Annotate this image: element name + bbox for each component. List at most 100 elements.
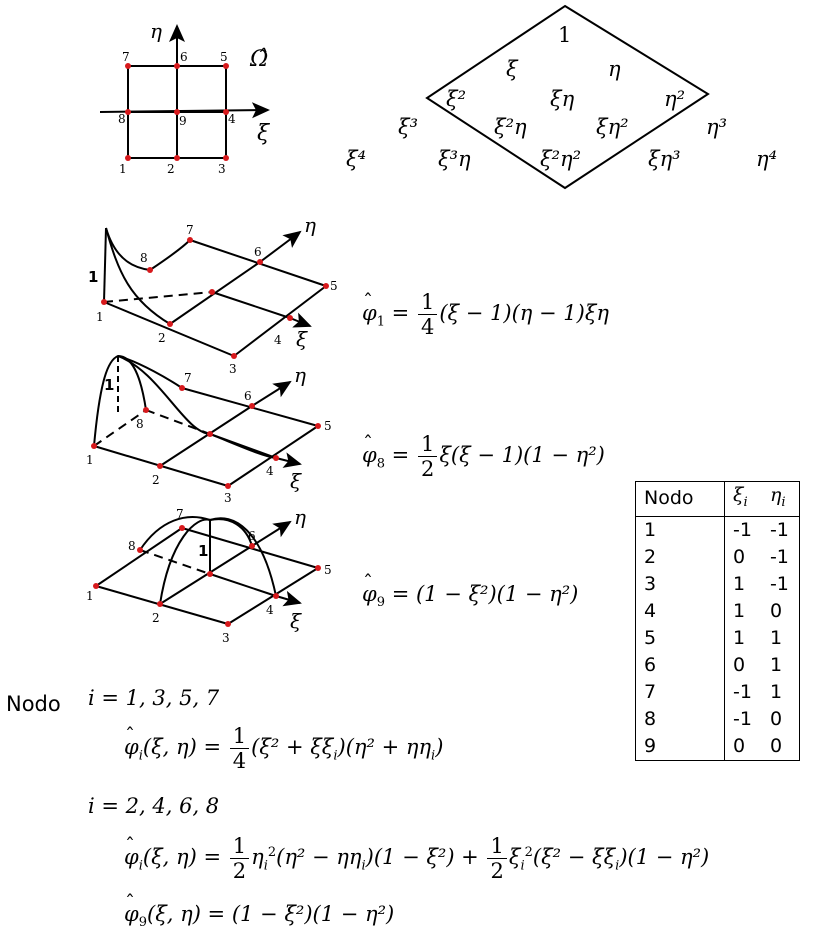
formula-body: η (251, 845, 264, 870)
node-label: 1 (86, 589, 94, 603)
header-subscript: i (781, 494, 786, 510)
pascal-term: ξη (550, 87, 575, 111)
nodo-label: Nodo (6, 692, 61, 716)
pascal-term: ξη³ (648, 147, 681, 171)
table-row: 1-1-1 (636, 516, 799, 544)
column-header-eta: ηi (761, 482, 799, 517)
phi-symbol: φ (124, 890, 139, 926)
table-cell: 4 (636, 597, 725, 625)
pascal-term: ξη² (596, 115, 629, 139)
formula-phi8: φ8 = 12ξ(ξ − 1)(1 − η²) (362, 431, 605, 482)
formula-center-node: φ9(ξ, η) = (1 − ξ²)(1 − η²) (124, 890, 394, 930)
node-label: 7 (186, 223, 194, 237)
plot-phi8: 1 2 3 4 5 6 7 8 1 η ξ (86, 354, 332, 505)
table-cell: 1 (733, 572, 746, 595)
column-header-nodo: Nodo (636, 482, 725, 517)
height-label: 1 (88, 268, 98, 286)
height-label: 1 (104, 376, 114, 394)
table-cell: 3 (636, 570, 725, 598)
node-label: 8 (140, 251, 148, 265)
column-header-xi: ξi (724, 482, 762, 517)
phi-subscript: 9 (376, 595, 385, 611)
table-cell: 9 (636, 732, 725, 760)
node-point (223, 63, 229, 69)
pascal-term: ξ⁴ (346, 147, 366, 171)
node-label: 6 (244, 389, 252, 403)
table-cell: -1 (733, 707, 752, 730)
formula-body: ξ(ξ − 1)(1 − η²) (439, 443, 605, 468)
formula-body: (η² − ηη (276, 845, 362, 870)
fraction-numerator: 1 (417, 290, 438, 316)
fraction-denominator: 2 (490, 859, 504, 884)
eta-axis-label: η (304, 213, 316, 237)
node-point (125, 155, 131, 161)
node-label: 2 (167, 162, 175, 176)
table-cell: 1 (769, 680, 783, 703)
node-label: 8 (128, 539, 136, 553)
xi-axis-label: ξ (290, 469, 302, 493)
formula-phi1: φ1 = 14(ξ − 1)(η − 1)ξη (362, 289, 610, 339)
fraction-numerator: 1 (487, 834, 507, 860)
reference-element: η ξ Ω̂ 1 2 3 4 5 6 7 8 9 (99, 19, 271, 176)
node-label: 3 (222, 631, 230, 645)
node-label: 1 (86, 453, 94, 467)
fraction-numerator: 1 (229, 834, 250, 860)
node-label: 4 (274, 333, 282, 347)
plot-phi1: 1 2 3 4 5 6 7 8 1 η ξ (88, 213, 338, 376)
eta-axis-label: η (150, 19, 162, 43)
node-label: 8 (136, 417, 144, 431)
node-label: 7 (122, 50, 130, 64)
formula-body: ) (435, 735, 444, 760)
table-cell: 0 (769, 734, 783, 757)
pascal-term: ξ²η (494, 115, 527, 139)
table-cell: 1 (769, 653, 783, 676)
node-label: 7 (184, 371, 192, 385)
node-label: 4 (266, 603, 274, 617)
fraction-denominator: 2 (420, 457, 435, 482)
table-cell: 1 (733, 599, 746, 622)
fraction-denominator: 4 (232, 749, 247, 774)
formula-body: = (1 − ξ²)(1 − η²) (391, 582, 579, 606)
header-subscript: i (743, 494, 748, 510)
node-label: 4 (266, 464, 274, 478)
table-cell: 0 (769, 599, 783, 622)
formula-args: (ξ, η) = (142, 735, 222, 760)
table-cell: 2 (636, 543, 725, 571)
header-symbol: ξ (733, 484, 744, 506)
node-point (174, 155, 180, 161)
formula-body: (ξ − 1)(η − 1)ξη (439, 301, 610, 326)
case-condition: i = 1, 3, 5, 7 (88, 686, 220, 710)
table-cell: -1 (733, 518, 752, 541)
pascal-term: η³ (706, 115, 727, 139)
case-odd-nodes: i = 1, 3, 5, 7 (88, 686, 219, 710)
table-cell: -1 (769, 518, 789, 541)
formula-phi9: φ9 = (1 − ξ²)(1 − η²) (362, 570, 579, 611)
pascal-diamond (425, 4, 710, 190)
case-even-nodes: i = 2, 4, 6, 8 (88, 794, 219, 818)
node-point (223, 155, 229, 161)
pascal-term: ξ³ (398, 115, 418, 139)
formula-body: ξ (508, 845, 521, 870)
pascal-term: ξ³η (438, 147, 471, 171)
table-cell: 5 (636, 624, 725, 652)
table-cell: 1 (769, 626, 783, 649)
node-label: 4 (228, 112, 236, 126)
plot-phi9: 1 2 3 4 5 6 7 8 1 η ξ (86, 505, 332, 645)
node-label: 5 (324, 419, 332, 433)
node-label: 6 (248, 529, 256, 543)
formula-body: )(η² + ηη (337, 735, 432, 760)
node-label: 7 (176, 507, 184, 521)
formula-body: )(1 − ξ²) + (365, 845, 479, 870)
node-label: 3 (229, 362, 237, 376)
table-cell: 0 (733, 734, 746, 757)
header-symbol: η (769, 484, 782, 506)
